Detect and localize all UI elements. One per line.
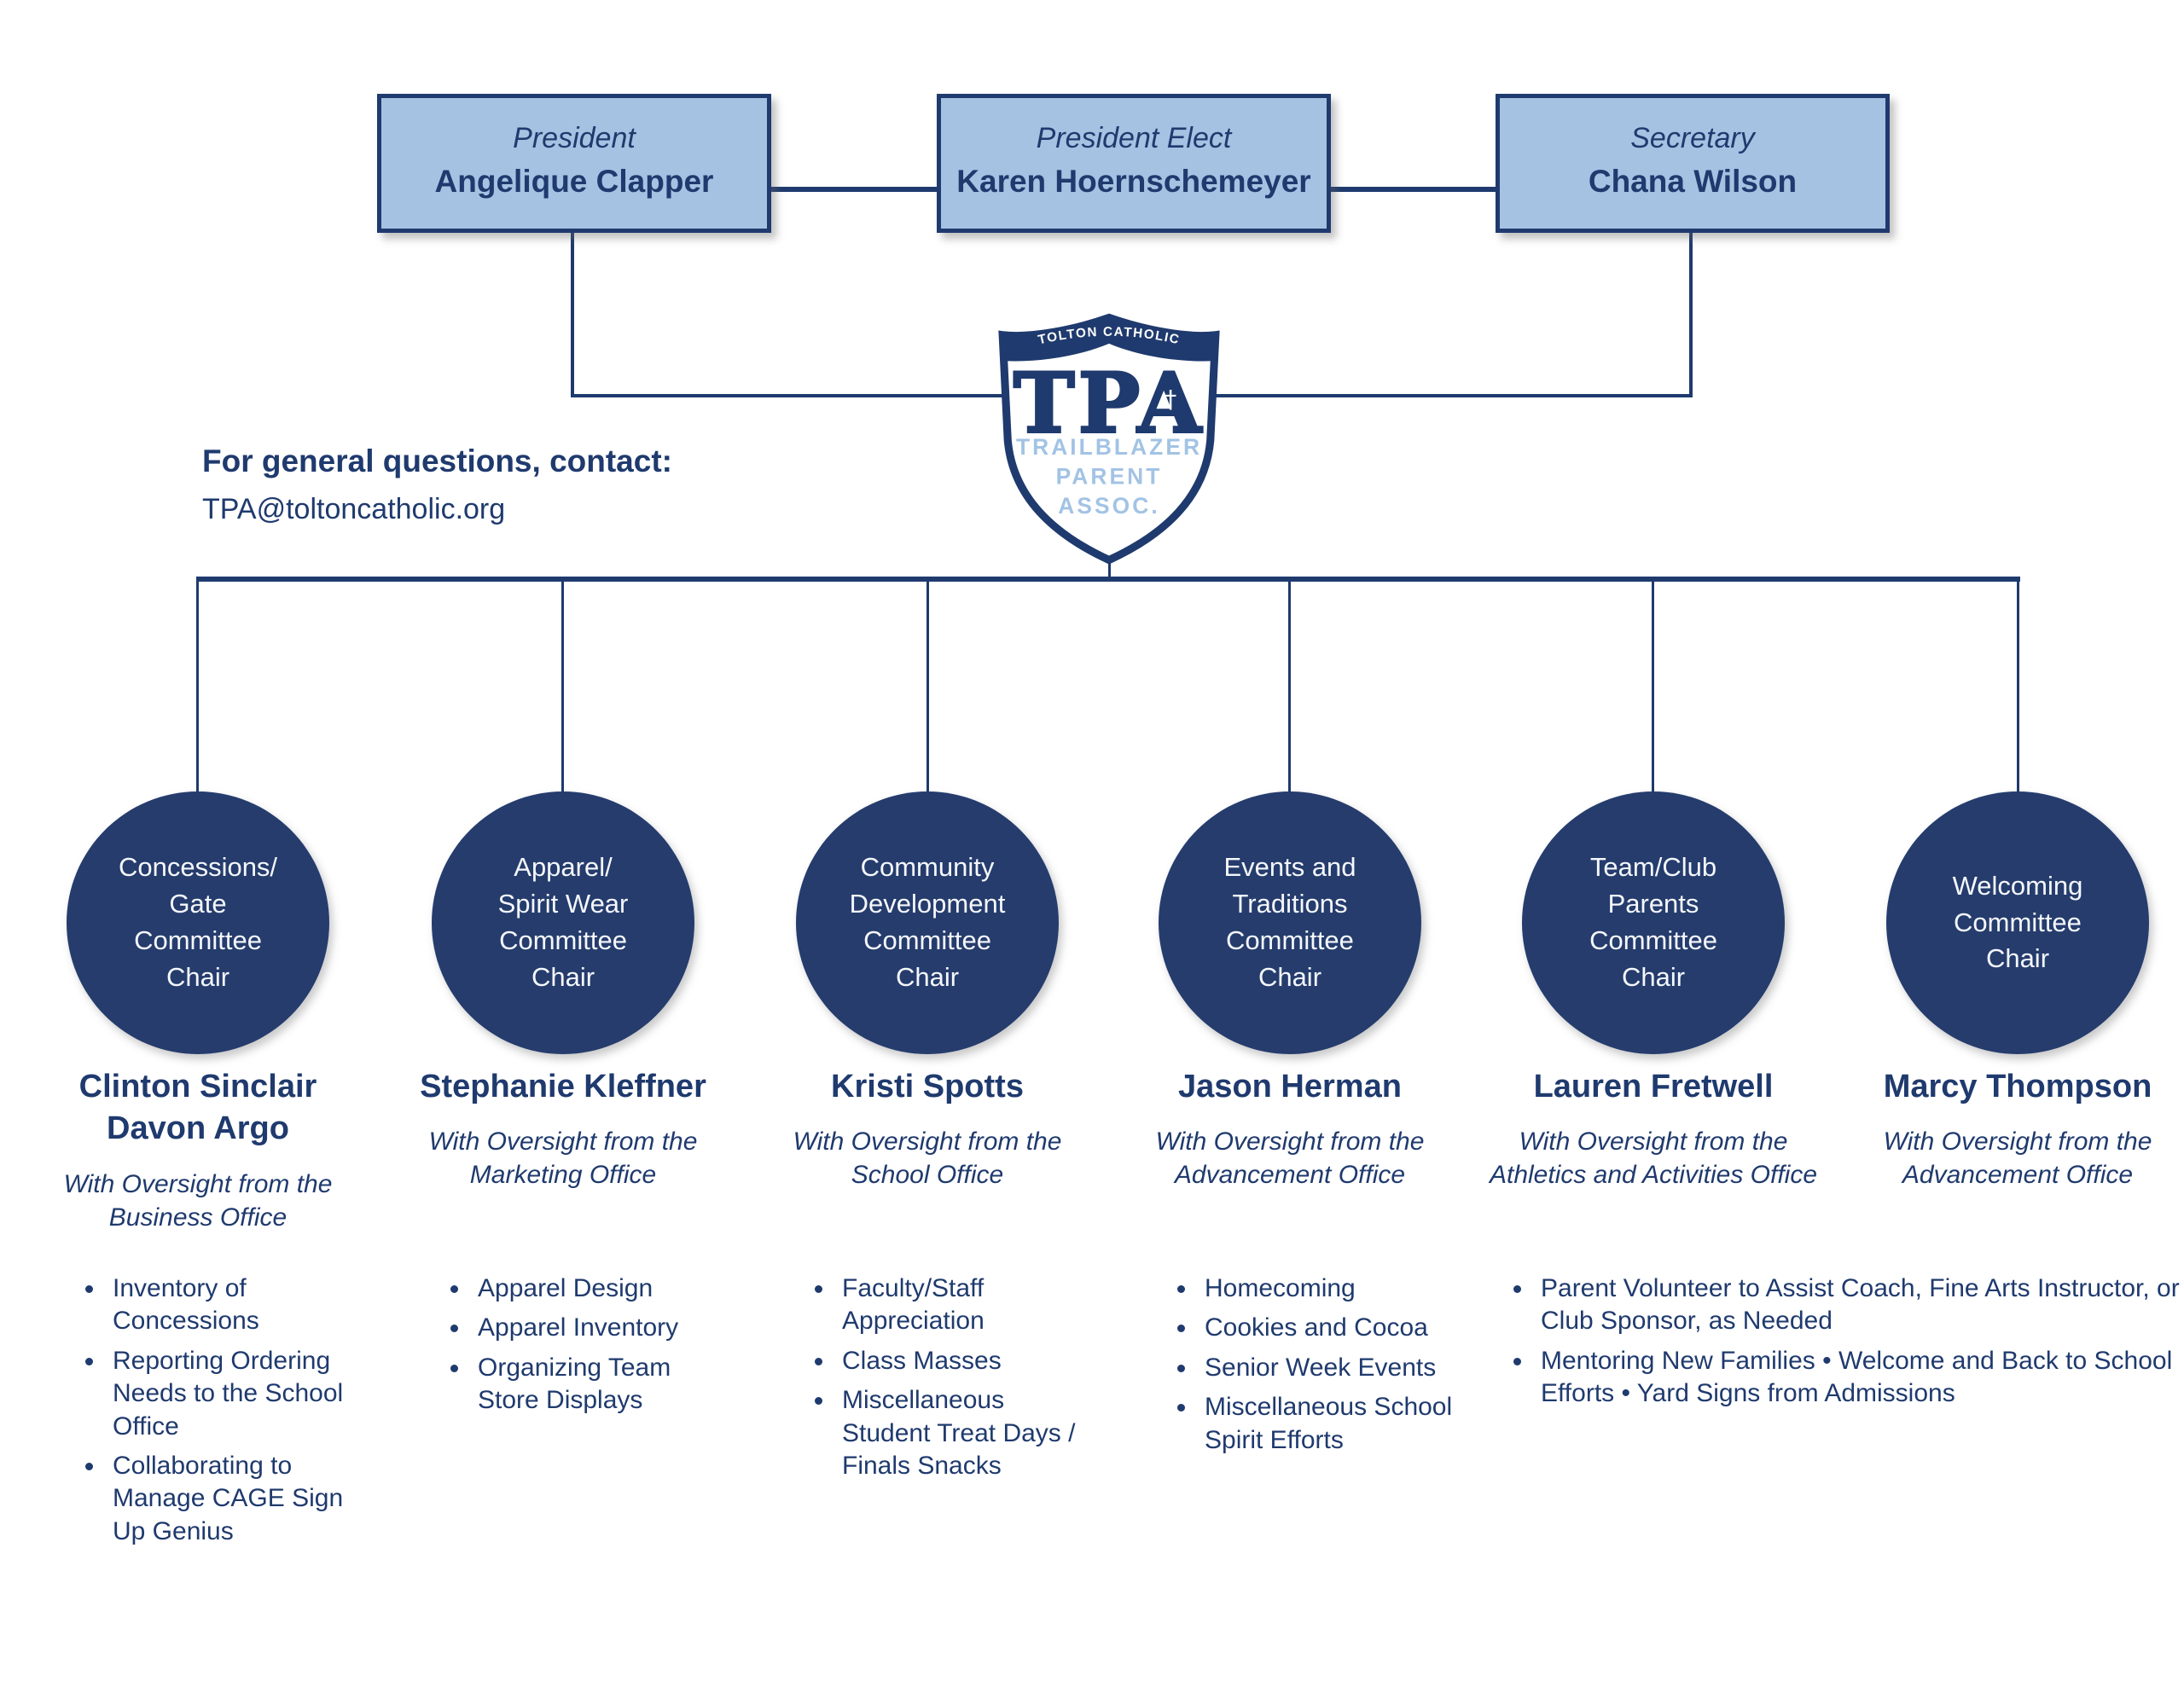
committee-circle-apparel-spirit-wear: Apparel/ Spirit Wear Committee Chair xyxy=(432,791,694,1054)
chair-names: Kristi Spotts xyxy=(831,1069,1024,1104)
duty-item: Reporting Ordering Needs to the School O… xyxy=(106,1345,364,1443)
connector-line xyxy=(926,582,929,793)
logo-subline: TRAILBLAZER xyxy=(1016,434,1202,460)
duty-list-apparel-spirit-wear: Apparel DesignApparel InventoryOrganizin… xyxy=(435,1272,729,1424)
logo-subline: ASSOC. xyxy=(1058,493,1159,519)
connector-line xyxy=(1288,582,1291,793)
duty-list-team-club-and-welcoming: Parent Volunteer to Assist Coach, Fine A… xyxy=(1498,1272,2181,1417)
committee-circle-concessions-gate: Concessions/ Gate Committee Chair xyxy=(67,791,329,1054)
oversight-note: With Oversight from the Marketing Office xyxy=(428,1128,698,1190)
officer-name: Chana Wilson xyxy=(1588,164,1798,199)
officer-title: President Elect xyxy=(1036,122,1232,154)
chair-names: Lauren Fretwell xyxy=(1533,1069,1774,1104)
duty-item: Apparel Inventory xyxy=(471,1312,729,1344)
connector-line xyxy=(571,394,1014,397)
oversight-note: With Oversight from the Athletics and Ac… xyxy=(1489,1128,1818,1190)
officer-name: Karen Hoernschemeyer xyxy=(956,164,1311,199)
oversight-note: With Oversight from the Business Office xyxy=(63,1169,333,1232)
duty-item: Cookies and Cocoa xyxy=(1198,1312,1456,1344)
logo-acronym: TPA xyxy=(1014,354,1205,451)
committee-circle-welcoming: Welcoming Committee Chair xyxy=(1886,791,2149,1054)
committee-circle-events-traditions: Events and Traditions Committee Chair xyxy=(1159,791,1421,1054)
logo-subline: PARENT xyxy=(1056,463,1163,489)
connector-line xyxy=(561,582,564,793)
officer-box-secretary: Secretary Chana Wilson xyxy=(1496,94,1890,233)
contact-heading: For general questions, contact: xyxy=(202,443,672,478)
oversight-note: With Oversight from the Advancement Offi… xyxy=(1883,1128,2152,1190)
connector-line xyxy=(1327,187,1496,192)
connector-line xyxy=(1652,582,1654,793)
chair-names: Stephanie Kleffner xyxy=(420,1069,706,1104)
connector-line xyxy=(767,187,937,192)
connector-line xyxy=(571,228,574,397)
duty-item: Collaborating to Manage CAGE Sign Up Gen… xyxy=(106,1450,364,1548)
committee-chair-block: Stephanie Kleffner With Oversight from t… xyxy=(380,1066,746,1191)
duty-item: Mentoring New Families • Welcome and Bac… xyxy=(1534,1345,2181,1411)
duty-list-concessions-gate: Inventory of ConcessionsReporting Orderi… xyxy=(70,1272,364,1555)
oversight-note: With Oversight from the Advancement Offi… xyxy=(1155,1128,1425,1190)
chair-names: Clinton Sinclair Davon Argo xyxy=(78,1069,317,1147)
officer-box-president-elect: President Elect Karen Hoernschemeyer xyxy=(937,94,1331,233)
committee-chair-block: Marcy Thompson With Oversight from the A… xyxy=(1834,1066,2184,1191)
duty-item: Homecoming xyxy=(1198,1272,1456,1305)
officer-name: Angelique Clapper xyxy=(434,164,714,199)
officer-box-president: President Angelique Clapper xyxy=(377,94,771,233)
duty-list-community-development: Faculty/Staff AppreciationClass MassesMi… xyxy=(799,1272,1094,1489)
logo-cross-icon: † xyxy=(1165,386,1176,414)
duty-item: Apparel Design xyxy=(471,1272,729,1305)
duty-item: Senior Week Events xyxy=(1198,1352,1456,1384)
committee-chair-block: Lauren Fretwell With Oversight from the … xyxy=(1470,1066,1837,1191)
duty-item: Faculty/Staff Appreciation xyxy=(835,1272,1094,1338)
duty-item: Miscellaneous School Spirit Efforts xyxy=(1198,1391,1456,1457)
committee-chair-block: Clinton Sinclair Davon Argo With Oversig… xyxy=(15,1066,381,1234)
contact-block: For general questions, contact: TPA@tolt… xyxy=(202,443,672,526)
connector-line xyxy=(1689,228,1693,397)
connector-line xyxy=(1208,394,1693,397)
duty-item: Miscellaneous Student Treat Days / Final… xyxy=(835,1384,1094,1482)
connector-line xyxy=(1108,554,1111,580)
committee-chair-block: Kristi Spotts With Oversight from the Sc… xyxy=(744,1066,1111,1191)
connector-rail xyxy=(196,577,2020,582)
duty-item: Class Masses xyxy=(835,1345,1094,1377)
duty-list-events-traditions: HomecomingCookies and CocoaSenior Week E… xyxy=(1162,1272,1456,1464)
chair-names: Jason Herman xyxy=(1178,1069,1402,1104)
officer-title: Secretary xyxy=(1630,122,1755,154)
tpa-shield-logo: TOLTON CATHOLIC TPA † TRAILBLAZER PARENT… xyxy=(998,313,1220,565)
connector-line xyxy=(2017,582,2019,793)
committee-circle-community-development: Community Development Committee Chair xyxy=(796,791,1059,1054)
officer-title: President xyxy=(513,122,636,154)
contact-email: TPA@toltoncatholic.org xyxy=(202,493,506,525)
oversight-note: With Oversight from the School Office xyxy=(793,1128,1062,1190)
duty-item: Organizing Team Store Displays xyxy=(471,1352,729,1417)
committee-circle-team-club-parents: Team/Club Parents Committee Chair xyxy=(1522,791,1785,1054)
connector-line xyxy=(196,582,199,793)
chair-names: Marcy Thompson xyxy=(1883,1069,2152,1104)
duty-item: Parent Volunteer to Assist Coach, Fine A… xyxy=(1534,1272,2181,1338)
duty-item: Inventory of Concessions xyxy=(106,1272,364,1338)
committee-chair-block: Jason Herman With Oversight from the Adv… xyxy=(1107,1066,1473,1191)
